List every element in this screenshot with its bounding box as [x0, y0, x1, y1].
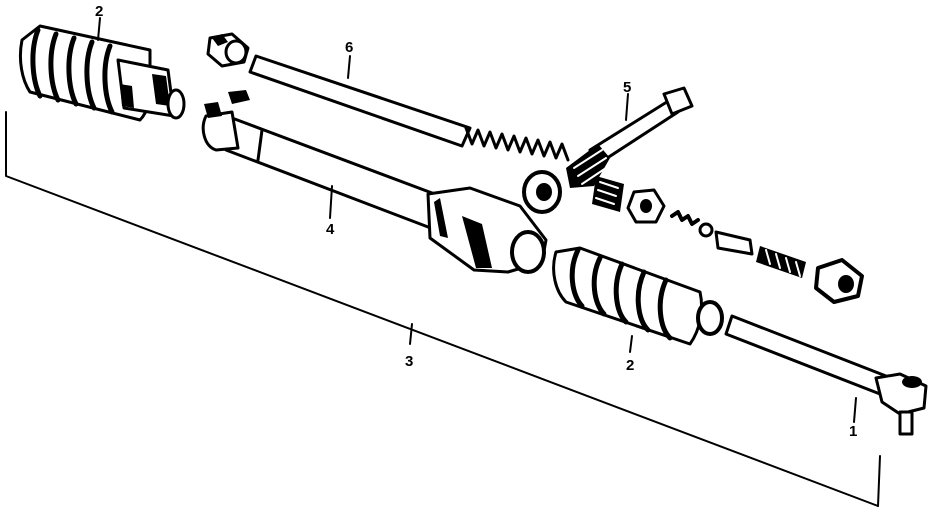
leader-6 [347, 55, 351, 79]
leader-5 [625, 93, 629, 121]
end-nut [814, 258, 864, 304]
leader-1 [853, 397, 857, 423]
leader-2-right [629, 335, 633, 353]
boot-right [552, 246, 724, 346]
rack-housing [201, 90, 548, 274]
pinion-shaft [522, 86, 694, 214]
leader-4 [329, 185, 333, 219]
callout-2-right: 2 [626, 357, 634, 374]
adjuster-parts [592, 176, 864, 304]
callout-3: 3 [405, 353, 413, 370]
leader-2-left [97, 17, 101, 41]
callout-6: 6 [345, 39, 353, 56]
gear-housing [426, 186, 548, 274]
callout-5: 5 [623, 79, 631, 96]
tie-rod-small-end [206, 32, 250, 68]
callout-2-left: 2 [95, 3, 103, 20]
callout-4: 4 [326, 221, 335, 238]
tie-rod-spring [464, 126, 570, 162]
boot-left [18, 24, 186, 122]
callouts: 2 6 5 4 3 2 1 [95, 3, 857, 440]
outer-tie-rod-end [724, 314, 928, 436]
assembly-bracket [5, 111, 881, 507]
pinion-bearing [522, 170, 562, 214]
callout-1: 1 [849, 423, 857, 440]
inner-tie-rod [206, 32, 570, 162]
leader-lines [97, 17, 857, 423]
mounting-clamp [201, 90, 250, 152]
leader-3 [409, 323, 413, 345]
